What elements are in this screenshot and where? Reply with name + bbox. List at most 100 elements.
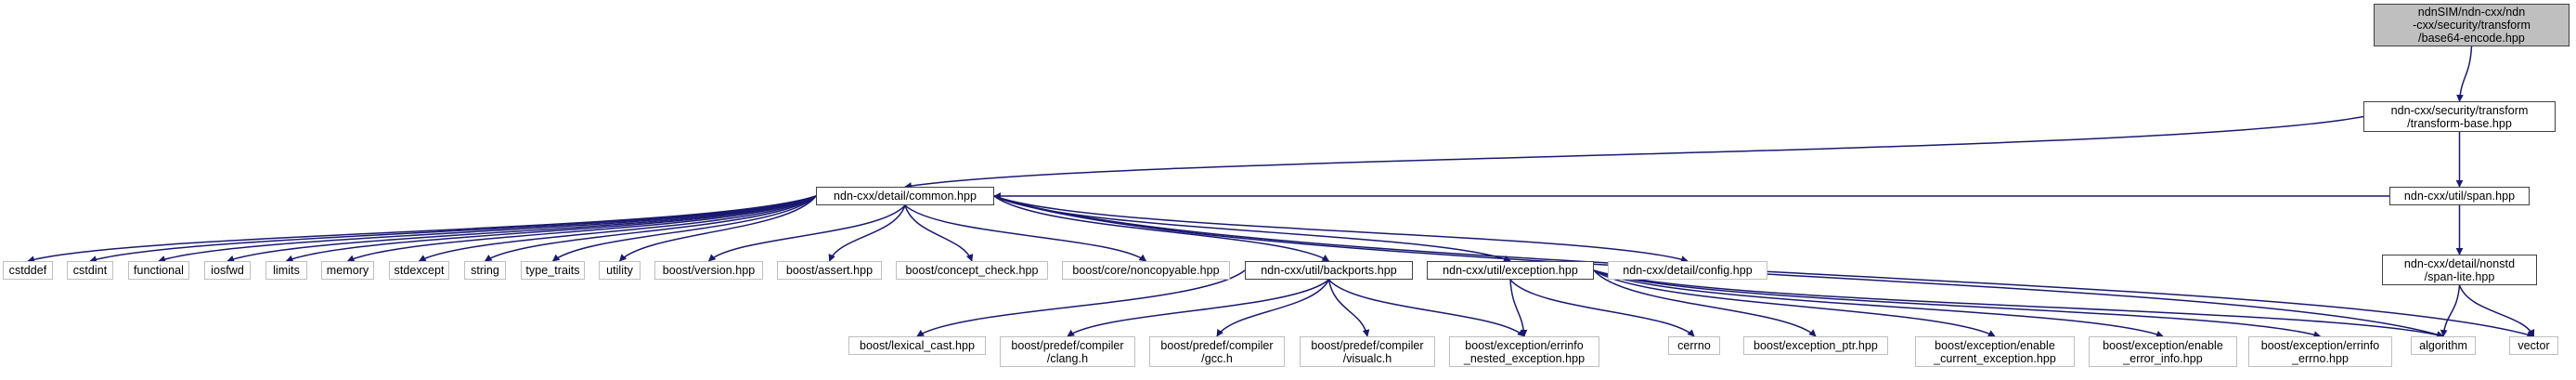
graph-node-type_traits[interactable]: type_traits (521, 261, 585, 280)
graph-node-label: boost/exception/enable _current_exceptio… (1934, 338, 2056, 365)
graph-node-label: ndn-cxx/detail/config.hpp (1623, 264, 1753, 277)
graph-edge-exception-to-cerrno (1509, 279, 1695, 337)
graph-node-enableerr[interactable]: boost/exception/enable _error_info.hpp (2089, 336, 2237, 367)
graph-node-limits[interactable]: limits (265, 261, 307, 280)
graph-node-bnoncopy[interactable]: boost/core/noncopyable.hpp (1062, 261, 1230, 280)
graph-node-label: boost/concept_check.hpp (905, 264, 1039, 277)
graph-node-spanlite[interactable]: ndn-cxx/detail/nonstd /span-lite.hpp (2382, 255, 2537, 285)
graph-node-label: algorithm (2419, 339, 2467, 352)
graph-node-label: type_traits (525, 264, 580, 277)
graph-node-iosfwd[interactable]: iosfwd (204, 261, 251, 280)
graph-node-label: boost/exception/enable _error_info.hpp (2103, 338, 2223, 365)
graph-node-string[interactable]: string (464, 261, 506, 280)
graph-edge-common-to-bconcept (904, 204, 974, 262)
graph-node-vector[interactable]: vector (2509, 336, 2558, 355)
graph-node-functional[interactable]: functional (128, 261, 189, 280)
graph-edge-common-to-config (993, 195, 1689, 263)
graph-node-exception[interactable]: ndn-cxx/util/exception.hpp (1427, 261, 1594, 280)
graph-edge-common-to-cstddef (27, 195, 817, 263)
graph-edge-common-to-functional (158, 195, 817, 263)
graph-edge-exception-to-excptr (1593, 269, 1817, 337)
graph-edge-exception-to-errinfo (1593, 269, 2322, 338)
graph-node-config[interactable]: ndn-cxx/detail/config.hpp (1608, 261, 1767, 280)
graph-node-label: ndnSIM/ndn-cxx/ndn -cxx/security/transfo… (2413, 6, 2531, 45)
graph-node-label: boost/predef/compiler /clang.h (1011, 338, 1124, 365)
graph-edge-backports-to-gcc (1216, 279, 1330, 337)
graph-edge-common-to-backports (993, 195, 1330, 262)
graph-edge-common-to-limits (285, 195, 817, 263)
graph-node-root[interactable]: ndnSIM/ndn-cxx/ndn -cxx/security/transfo… (2374, 4, 2570, 46)
edge-group (27, 46, 2535, 339)
graph-node-excptr[interactable]: boost/exception_ptr.hpp (1743, 336, 1888, 355)
graph-node-label: boost/exception/errinfo _nested_exceptio… (1463, 338, 1586, 365)
graph-node-cerrno[interactable]: cerrno (1668, 336, 1720, 355)
graph-node-label: boost/exception/errinfo _errno.hpp (2260, 338, 2380, 365)
graph-node-enablecur[interactable]: boost/exception/enable _current_exceptio… (1915, 336, 2075, 367)
graph-node-label: ndn-cxx/util/backports.hpp (1261, 264, 1397, 277)
graph-node-label: vector (2518, 339, 2550, 352)
graph-node-cstddef[interactable]: cstddef (3, 261, 53, 280)
graph-node-label: cstdint (72, 264, 108, 277)
graph-edge-backports-to-lexical (916, 269, 1246, 337)
graph-node-label: boost/core/noncopyable.hpp (1072, 264, 1220, 277)
graph-edge-common-to-cstdint (89, 195, 817, 263)
graph-node-span[interactable]: ndn-cxx/util/span.hpp (2389, 187, 2530, 205)
graph-edge-root-to-tbase (2456, 46, 2473, 102)
graph-node-lexical[interactable]: boost/lexical_cast.hpp (848, 336, 986, 355)
graph-edge-backports-to-visualc (1327, 279, 1370, 337)
graph-node-label: memory (326, 264, 369, 277)
graph-edge-exception-to-enableerr (1593, 269, 2164, 338)
graph-edge-exception-to-enablecur (1593, 269, 1996, 337)
graph-node-common[interactable]: ndn-cxx/detail/common.hpp (816, 187, 994, 205)
graph-node-label: ndn-cxx/detail/common.hpp (833, 190, 977, 203)
graph-node-bconcept[interactable]: boost/concept_check.hpp (896, 261, 1048, 280)
graph-node-label: boost/predef/compiler /visualc.h (1311, 338, 1424, 365)
graph-edge-common-to-stdexcept (418, 195, 817, 262)
graph-node-backports[interactable]: ndn-cxx/util/backports.hpp (1245, 261, 1413, 280)
graph-node-label: ndn-cxx/util/span.hpp (2403, 190, 2516, 203)
graph-node-cstdint[interactable]: cstdint (67, 261, 113, 280)
graph-node-label: stdexcept (394, 264, 445, 277)
graph-node-bassert[interactable]: boost/assert.hpp (777, 261, 882, 280)
graph-node-label: boost/assert.hpp (785, 264, 874, 277)
graph-node-label: iosfwd (211, 264, 244, 277)
graph-node-label: ndn-cxx/security/transform /transform-ba… (2390, 103, 2529, 130)
graph-node-label: boost/version.hpp (662, 264, 756, 277)
graph-edge-common-to-string (484, 195, 817, 262)
graph-node-visualc[interactable]: boost/predef/compiler /visualc.h (1300, 336, 1435, 367)
graph-edge-common-to-utility (618, 195, 817, 262)
graph-edge-common-to-exception (993, 195, 1511, 262)
graph-node-errinfo[interactable]: boost/exception/errinfo _errno.hpp (2248, 336, 2392, 367)
graph-edge-common-to-iosfwd (227, 195, 817, 263)
graph-node-stdexcept[interactable]: stdexcept (389, 261, 449, 280)
graph-edge-common-to-bversion (707, 204, 906, 262)
graph-edge-backports-to-clang (1067, 279, 1329, 337)
graph-edge-tbase-to-common (904, 115, 2364, 190)
graph-node-label: ndn-cxx/util/exception.hpp (1443, 264, 1578, 277)
graph-edge-common-to-bnoncopy (904, 204, 1147, 262)
graph-node-label: cstddef (8, 264, 47, 277)
graph-node-label: cerrno (1677, 339, 1711, 352)
graph-node-clang[interactable]: boost/predef/compiler /clang.h (1000, 336, 1135, 367)
graph-edge-common-to-bassert (828, 204, 906, 262)
graph-edge-common-to-type_traits (551, 195, 817, 262)
graph-edge-exception-to-nested (1509, 279, 1528, 337)
graph-edge-common-to-memory (346, 195, 817, 262)
graph-edge-spanlite-to-vector (2458, 284, 2535, 337)
graph-edge-backports-to-nested (1327, 279, 1525, 337)
graph-node-label: limits (273, 264, 300, 277)
graph-edge-exception-to-algorithm (1593, 269, 2444, 339)
graph-node-label: boost/predef/compiler /gcc.h (1160, 338, 1274, 365)
graph-node-tbase[interactable]: ndn-cxx/security/transform /transform-ba… (2363, 101, 2556, 132)
graph-node-gcc[interactable]: boost/predef/compiler /gcc.h (1149, 336, 1285, 367)
graph-node-label: boost/exception_ptr.hpp (1754, 339, 1878, 352)
graph-node-algorithm[interactable]: algorithm (2411, 336, 2476, 355)
graph-node-utility[interactable]: utility (599, 261, 641, 280)
graph-edge-spanlite-to-algorithm (2440, 284, 2461, 337)
graph-node-label: string (471, 264, 499, 277)
graph-node-bversion[interactable]: boost/version.hpp (654, 261, 763, 280)
graph-node-nested[interactable]: boost/exception/errinfo _nested_exceptio… (1449, 336, 1599, 367)
graph-node-memory[interactable]: memory (321, 261, 374, 280)
graph-node-label: boost/lexical_cast.hpp (859, 339, 976, 352)
